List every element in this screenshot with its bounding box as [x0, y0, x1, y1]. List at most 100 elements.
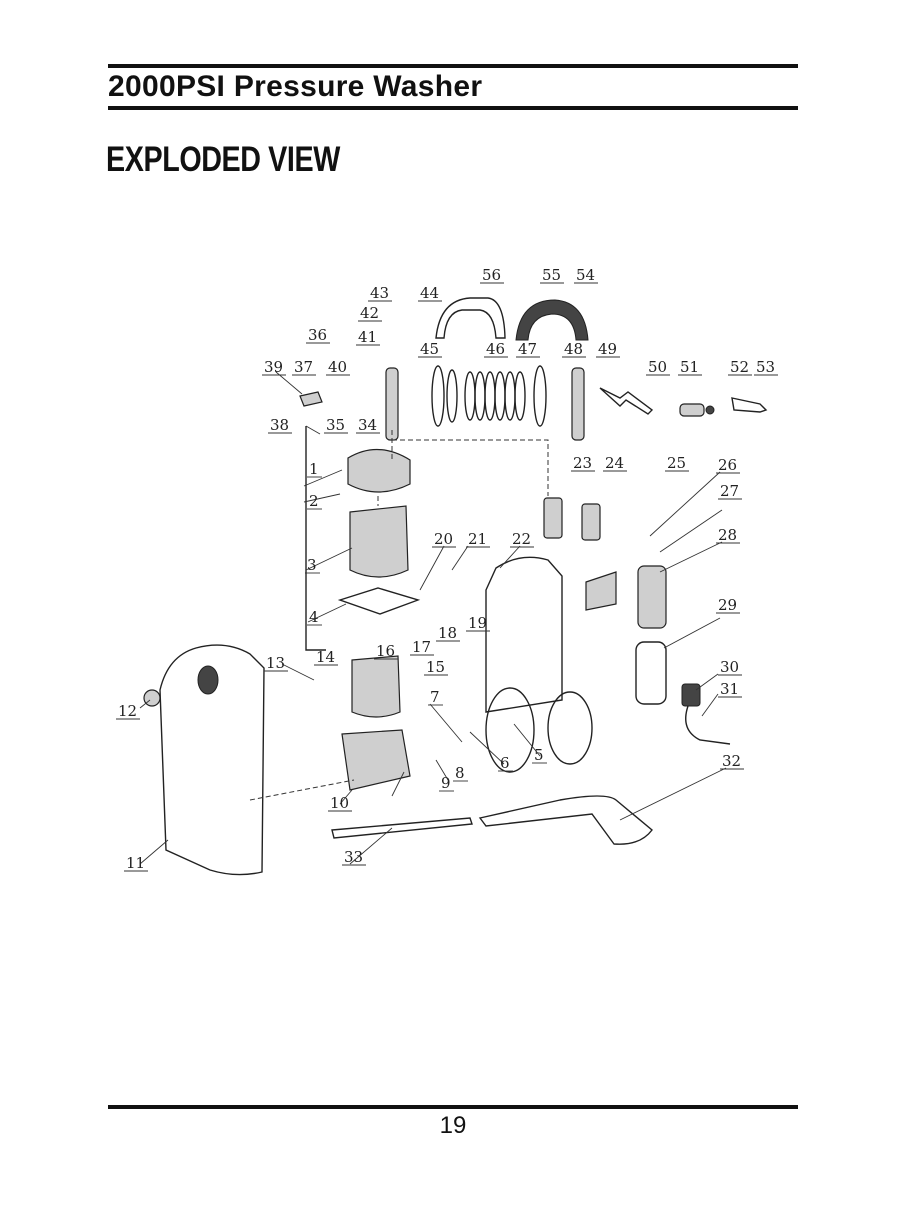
callout-label-52: 52 — [730, 358, 749, 376]
frame-right-part — [571, 367, 585, 441]
callout-label-7: 7 — [430, 688, 440, 706]
exploded-view-artwork — [139, 297, 768, 876]
callout-label-36: 36 — [308, 326, 327, 344]
bracket-part-25 — [585, 571, 617, 611]
hose-coil-part — [464, 371, 526, 421]
callout-label-31: 31 — [720, 680, 739, 698]
bracket-part-24 — [581, 503, 601, 541]
callout-label-27: 27 — [720, 482, 739, 500]
hose-fitting-part — [731, 397, 768, 413]
callout-label-14: 14 — [316, 648, 335, 666]
reel-crank-part — [599, 387, 654, 415]
motor-cover-part — [347, 448, 411, 493]
callout-label-41: 41 — [358, 328, 377, 346]
pump-part — [341, 729, 411, 791]
hose-connector-part — [679, 403, 705, 417]
callout-label-2: 2 — [309, 492, 319, 510]
callout-label-12: 12 — [118, 702, 137, 720]
header-bottom-rule — [108, 106, 798, 110]
handle-part — [435, 297, 506, 339]
callout-label-30: 30 — [720, 658, 739, 676]
callout-label-47: 47 — [518, 340, 537, 358]
bracket-part-23 — [543, 497, 563, 539]
callout-label-17: 17 — [412, 638, 431, 656]
callout-label-4: 4 — [309, 608, 319, 626]
callout-label-55: 55 — [542, 266, 561, 284]
callout-label-39: 39 — [264, 358, 283, 376]
callout-label-53: 53 — [756, 358, 775, 376]
callout-label-26: 26 — [718, 456, 737, 474]
callout-label-10: 10 — [330, 794, 349, 812]
callout-label-42: 42 — [360, 304, 379, 322]
callout-label-6: 6 — [500, 754, 510, 772]
callout-label-29: 29 — [718, 596, 737, 614]
callout-label-9: 9 — [441, 774, 451, 792]
callout-label-18: 18 — [438, 624, 457, 642]
inlet-fitting-part — [299, 391, 323, 407]
callout-label-33: 33 — [344, 848, 363, 866]
frame-left-part — [385, 367, 399, 441]
reel-disc-left — [431, 365, 445, 427]
assembly-line-2 — [392, 439, 549, 496]
power-cord-part — [685, 705, 731, 745]
knob-part — [143, 689, 161, 707]
reel-disc-right — [533, 365, 547, 427]
callout-label-13: 13 — [266, 654, 285, 672]
handle-cover-part — [515, 299, 589, 341]
callout-label-19: 19 — [468, 614, 487, 632]
callout-label-35: 35 — [326, 416, 345, 434]
callout-label-38: 38 — [270, 416, 289, 434]
callout-label-40: 40 — [328, 358, 347, 376]
page-number: 19 — [439, 1112, 467, 1139]
callout-label-25: 25 — [667, 454, 686, 472]
callout-label-5: 5 — [534, 746, 544, 764]
callout-label-56: 56 — [482, 266, 501, 284]
document-title: 2000PSI Pressure Washer — [108, 70, 483, 103]
callout-label-1: 1 — [309, 460, 319, 478]
section-title: EXPLODED VIEW — [106, 140, 340, 179]
callout-label-45: 45 — [420, 340, 439, 358]
assembly-line-4 — [249, 779, 355, 801]
header-top-rule — [108, 64, 798, 68]
callout-label-16: 16 — [376, 642, 395, 660]
cord-plug-part — [681, 683, 701, 707]
bypass-tube-part — [305, 426, 326, 651]
callout-label-51: 51 — [680, 358, 699, 376]
main-frame-part — [485, 556, 563, 713]
callout-label-22: 22 — [512, 530, 531, 548]
wheel-front-part — [547, 691, 593, 765]
callout-label-43: 43 — [370, 284, 389, 302]
reel-disc-left-2 — [446, 369, 458, 423]
callout-label-20: 20 — [434, 530, 453, 548]
callout-label-46: 46 — [486, 340, 505, 358]
callout-label-34: 34 — [358, 416, 377, 434]
leader-lines — [139, 371, 727, 865]
wheel-back-part — [485, 687, 535, 773]
front-cover-part — [159, 644, 265, 876]
callout-label-21: 21 — [468, 530, 487, 548]
callout-label-23: 23 — [573, 454, 592, 472]
spray-wand-part — [331, 817, 473, 839]
footer-rule — [108, 1105, 798, 1109]
holder-clip-part — [635, 641, 667, 705]
detergent-tank-part — [637, 565, 667, 629]
callout-label-11: 11 — [126, 854, 145, 872]
spray-gun-part — [478, 795, 653, 845]
callout-label-24: 24 — [605, 454, 624, 472]
callout-label-15: 15 — [426, 658, 445, 676]
callout-label-3: 3 — [307, 556, 317, 574]
callout-label-44: 44 — [420, 284, 439, 302]
callout-label-8: 8 — [455, 764, 465, 782]
callout-label-32: 32 — [722, 752, 741, 770]
gasket-part — [337, 587, 421, 615]
cover-knob — [197, 665, 219, 695]
callout-label-37: 37 — [294, 358, 313, 376]
motor-part — [351, 655, 401, 718]
callout-label-54: 54 — [576, 266, 595, 284]
callout-label-28: 28 — [718, 526, 737, 544]
motor-housing-part — [349, 505, 409, 578]
callout-label-48: 48 — [564, 340, 583, 358]
callout-label-49: 49 — [598, 340, 617, 358]
